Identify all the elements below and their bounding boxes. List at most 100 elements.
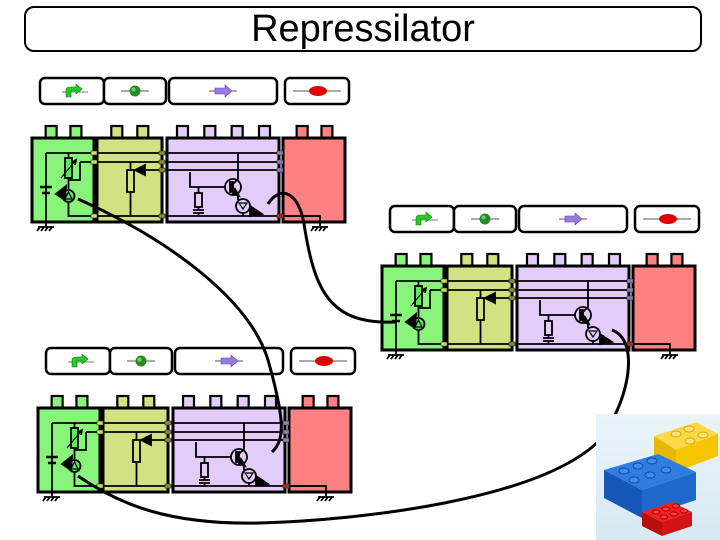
part-label-terminator	[283, 76, 351, 106]
gene-module-3	[36, 346, 357, 502]
part-label-rbs	[102, 76, 168, 106]
circuit-wiring	[42, 422, 334, 502]
coding-purple-arrow-icon	[209, 84, 237, 98]
light-arrow-icon	[249, 204, 265, 218]
connector-pad	[282, 420, 290, 426]
light-arrow-icon	[404, 312, 418, 330]
connector-pad	[508, 278, 516, 284]
connector-pad	[276, 150, 284, 156]
capacitor-icon	[543, 315, 554, 344]
potentiometer-icon	[476, 297, 485, 321]
connector-pad	[164, 483, 172, 489]
connector-pad	[276, 213, 284, 219]
terminator-red-oval-icon	[293, 86, 341, 96]
ground-icon	[289, 485, 334, 502]
promoter-block	[30, 124, 96, 224]
light-arrow-icon	[255, 474, 271, 488]
promoter-arrow-icon	[62, 83, 88, 98]
transistor-icon	[224, 178, 242, 196]
part-label-rbs	[452, 204, 518, 234]
coding-purple-arrow-icon	[215, 354, 243, 368]
block-body	[30, 136, 96, 224]
variable-resistor-icon	[414, 285, 423, 307]
connector-pad	[164, 437, 172, 443]
coding-purple-arrow-icon	[559, 212, 587, 226]
block-body	[380, 264, 446, 352]
connector-pad	[158, 213, 166, 219]
photodiode-icon	[235, 198, 251, 214]
ground-icon	[42, 494, 60, 502]
rbs-green-ball-icon	[471, 213, 499, 225]
connector-pad	[282, 437, 290, 443]
rbs-green-ball-icon	[127, 355, 155, 367]
coding-block	[171, 394, 287, 494]
connector-pad	[626, 341, 634, 347]
part-label-terminator	[289, 346, 357, 376]
connector-pad	[158, 167, 166, 173]
terminator-block	[281, 124, 347, 224]
promoter-block	[36, 394, 102, 494]
part-label-terminator	[633, 204, 701, 234]
variable-resistor-icon	[70, 427, 79, 449]
connector-pad	[440, 341, 448, 347]
capacitor-icon	[193, 187, 204, 216]
block-body	[631, 264, 697, 352]
connector-pad	[90, 150, 98, 156]
photodiode-icon	[585, 326, 601, 342]
wire-module1-to-module3	[77, 197, 283, 454]
connector-pad	[440, 278, 448, 284]
variable-resistor-icon	[64, 157, 73, 179]
connector-pad	[276, 159, 284, 165]
potentiometer-icon	[126, 169, 135, 193]
connector-pad	[90, 213, 98, 219]
light-arrow-icon	[54, 184, 68, 202]
ground-icon	[36, 224, 54, 232]
terminator-block	[631, 252, 697, 352]
connector-pad	[282, 429, 290, 435]
connector-pad	[164, 429, 172, 435]
gene-module-1	[30, 76, 351, 232]
part-label-coding-sequence	[173, 346, 285, 376]
terminator-red-oval-icon	[299, 356, 347, 366]
terminator-block	[287, 394, 353, 494]
connector-pad	[158, 150, 166, 156]
connector-pad	[508, 295, 516, 301]
connector-pad	[90, 159, 98, 165]
block-body	[281, 136, 347, 224]
connector-pad	[96, 420, 104, 426]
coding-block	[515, 252, 631, 352]
title-box: Repressilator	[24, 6, 702, 52]
feedback-wires	[77, 191, 631, 525]
resistor-icon	[544, 320, 553, 336]
red-brick	[642, 502, 692, 536]
promoter-arrow-icon	[68, 353, 94, 368]
ground-icon	[633, 343, 678, 360]
lego-bricks-photo	[596, 414, 720, 540]
connector-pad	[626, 295, 634, 301]
gene-module-2	[380, 204, 701, 360]
ground-icon	[283, 215, 328, 232]
light-arrow-icon	[60, 454, 74, 472]
connector-pad	[440, 287, 448, 293]
block-body	[165, 136, 281, 224]
promoter-arrow-icon	[412, 211, 438, 226]
resistor-icon	[194, 192, 203, 208]
terminator-red-oval-icon	[643, 214, 691, 224]
connector-pad	[158, 159, 166, 165]
coding-block	[165, 124, 281, 224]
connector-pad	[276, 167, 284, 173]
connector-pad	[96, 429, 104, 435]
part-label-coding-sequence	[167, 76, 279, 106]
connector-pad	[508, 287, 516, 293]
connector-pad	[282, 483, 290, 489]
potentiometer-icon	[132, 439, 141, 463]
promoter-block	[380, 252, 446, 352]
blue-brick	[604, 454, 696, 518]
connector-pad	[508, 341, 516, 347]
part-label-promoter	[44, 346, 112, 376]
wire-module2-to-module1-bottom	[77, 328, 631, 525]
part-label-rbs	[108, 346, 174, 376]
transistor-icon	[574, 306, 592, 324]
page-title: Repressilator	[251, 8, 475, 50]
